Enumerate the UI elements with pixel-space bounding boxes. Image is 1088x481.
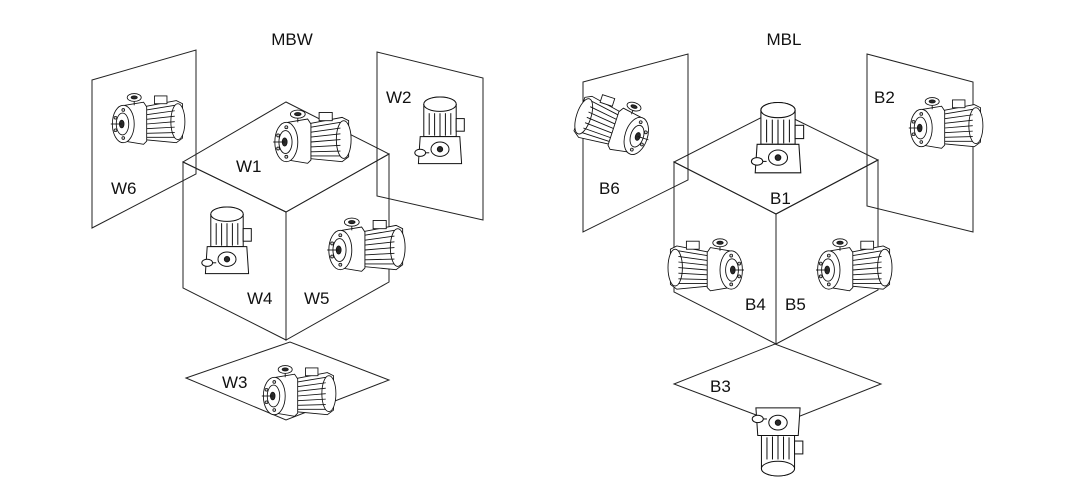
w1-label: W1 bbox=[236, 157, 262, 176]
b5-label: B5 bbox=[785, 295, 806, 314]
w6-panel bbox=[91, 49, 197, 229]
w5-label: W5 bbox=[304, 289, 330, 308]
mbw-title: MBW bbox=[271, 30, 313, 49]
mbl-title: MBL bbox=[767, 30, 802, 49]
b1-gear-motor-icon bbox=[750, 101, 805, 174]
w4-gear-motor-icon bbox=[201, 206, 252, 275]
b1-label: B1 bbox=[770, 189, 791, 208]
b3-label: B3 bbox=[710, 377, 731, 396]
w2-label: W2 bbox=[386, 88, 412, 107]
b6-panel bbox=[582, 53, 689, 233]
b5-gear-motor-icon bbox=[815, 238, 893, 292]
b4-label: B4 bbox=[745, 295, 766, 314]
mbw-diagram: MBW W6 W1 W2 W4 W5 W3 bbox=[91, 30, 484, 421]
b2-label: B2 bbox=[874, 88, 895, 107]
w3-gear-motor-icon bbox=[261, 365, 337, 417]
w3-label: W3 bbox=[222, 373, 248, 392]
w6-gear-motor-icon bbox=[110, 93, 186, 145]
b3-gear-motor-icon bbox=[751, 407, 804, 477]
mbl-diagram: MBL B6 B1 B2 B4 B5 B3 bbox=[569, 30, 984, 477]
w1-gear-motor-icon bbox=[272, 109, 352, 164]
b6-label: B6 bbox=[599, 179, 620, 198]
b2-gear-motor-icon bbox=[908, 97, 984, 149]
w5-gear-motor-icon bbox=[326, 217, 406, 272]
b2-panel bbox=[866, 53, 974, 233]
w2-gear-motor-icon bbox=[414, 96, 465, 165]
w6-label: W6 bbox=[111, 179, 137, 198]
b3-panel bbox=[672, 343, 883, 425]
w3-panel bbox=[184, 341, 391, 421]
b4-gear-motor-icon bbox=[667, 238, 745, 292]
mbw-cube bbox=[181, 101, 391, 341]
w4-label: W4 bbox=[247, 289, 273, 308]
